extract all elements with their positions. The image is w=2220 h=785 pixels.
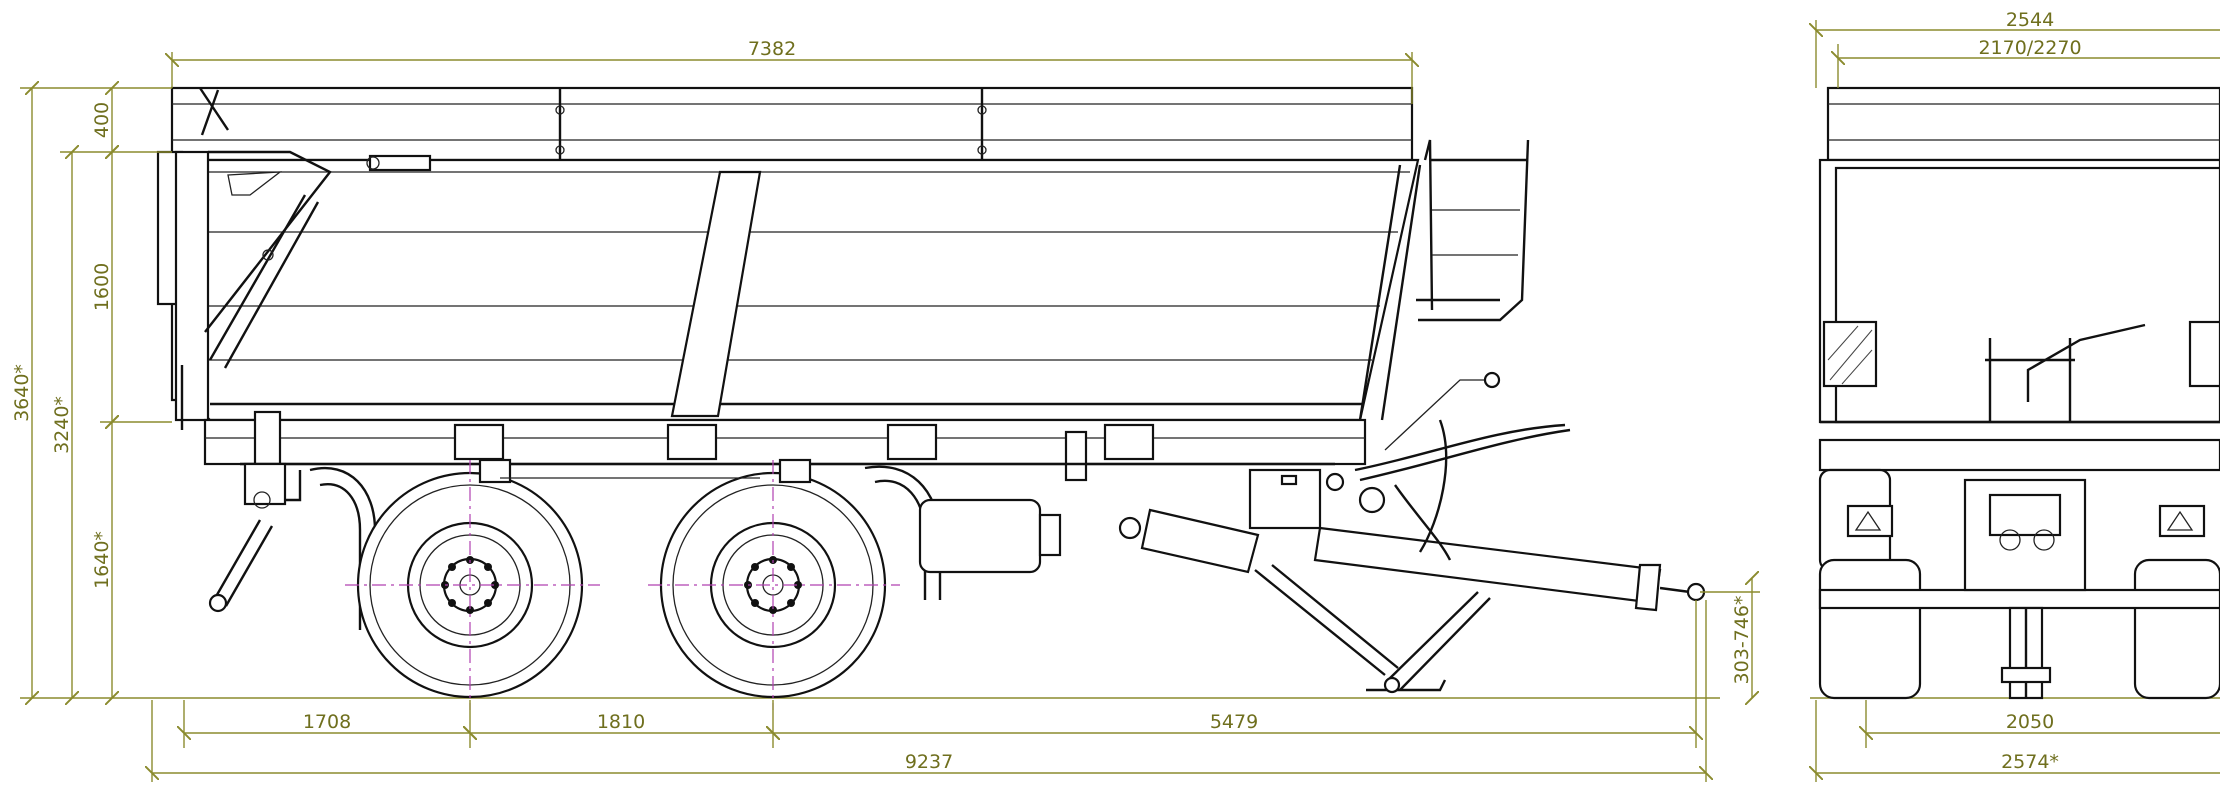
- dim-track-width: 2050: [2006, 711, 2054, 733]
- dim-axle-to-coupling: 5479: [1210, 711, 1258, 733]
- dim-overall-length: 9237: [905, 751, 953, 773]
- dim-loading-height: 1640*: [91, 531, 113, 589]
- dim-tyre-width: 2574*: [2001, 751, 2059, 773]
- dimension-lines: [20, 20, 2220, 782]
- dim-overall-height: 3640*: [11, 364, 33, 422]
- dim-rear-overhang: 1708: [303, 711, 351, 733]
- dim-coupling-height: 303-746*: [1731, 596, 1753, 685]
- dim-body-length: 7382: [748, 38, 796, 60]
- dim-body-inner-width: 2170/2270: [1978, 37, 2081, 59]
- dim-sideboard-height: 1600: [91, 263, 113, 311]
- side-view-trailer: [156, 86, 1706, 710]
- dim-overall-width: 2544: [2006, 9, 2054, 31]
- dim-axle-spacing: 1810: [597, 711, 645, 733]
- dim-extension-height: 400: [91, 102, 113, 138]
- dim-sideboard-height-total: 3240*: [51, 396, 73, 454]
- rear-view-trailer: [1818, 86, 2220, 700]
